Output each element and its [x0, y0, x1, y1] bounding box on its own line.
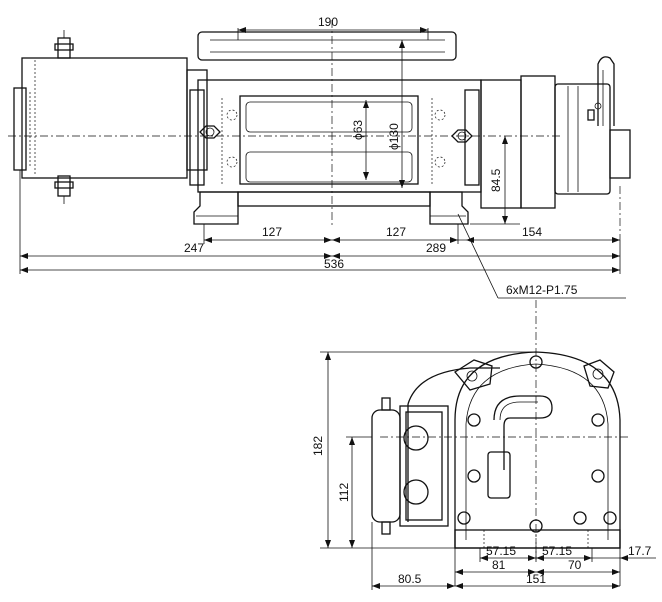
side-view: 182 112 57.15 57.15 17.7 81 70 [311, 300, 656, 590]
dim-80-5: 80.5 [398, 572, 422, 586]
brake-housing [520, 75, 556, 209]
free-spool-lever [587, 56, 615, 126]
dim-289: 289 [426, 241, 446, 255]
dim-70: 70 [568, 558, 582, 572]
motor-housing [21, 57, 188, 179]
side-lever [487, 395, 553, 499]
motor-end-cap [13, 87, 27, 171]
dim-dia-130: ϕ130 [387, 123, 401, 150]
dim-57-15-left: 57.15 [486, 544, 516, 558]
dim-dia-63: ϕ63 [351, 120, 365, 140]
dim-17-7: 17.7 [628, 544, 652, 558]
dim-81: 81 [492, 558, 506, 572]
bolt-callout: 6xM12-P1.75 [506, 283, 578, 297]
tie-bar-top [197, 31, 457, 61]
dim-247: 247 [184, 241, 204, 255]
dim-154: 154 [522, 225, 542, 239]
dim-182: 182 [311, 436, 325, 456]
frame-bolt-left [199, 125, 221, 139]
top-view: 190 ϕ63 ϕ130 84.5 127 127 154 [8, 15, 631, 299]
terminal-stud-bottom [54, 175, 74, 204]
dim-84-5: 84.5 [489, 168, 503, 192]
end-housing [454, 351, 621, 549]
dim-57-15-right: 57.15 [542, 544, 572, 558]
terminal-stud-top [54, 30, 74, 59]
dim-536: 536 [324, 257, 344, 271]
dim-127-right: 127 [386, 225, 406, 239]
clutch-knob [609, 129, 631, 179]
clutch-housing [554, 83, 611, 195]
dim-190: 190 [318, 15, 338, 29]
cable-drum [239, 95, 419, 185]
mounting-foot-right [429, 191, 469, 225]
mounting-foot-left [193, 191, 239, 225]
mounting-ear-left [454, 359, 493, 391]
dim-127-left: 127 [262, 225, 282, 239]
bracket-arc [407, 367, 500, 405]
coupling-block [186, 69, 208, 171]
dim-151: 151 [526, 572, 546, 586]
roller-fairlead [371, 397, 449, 535]
base-plate [454, 529, 621, 549]
dim-112: 112 [337, 483, 351, 502]
mounting-ear-right [583, 359, 615, 389]
